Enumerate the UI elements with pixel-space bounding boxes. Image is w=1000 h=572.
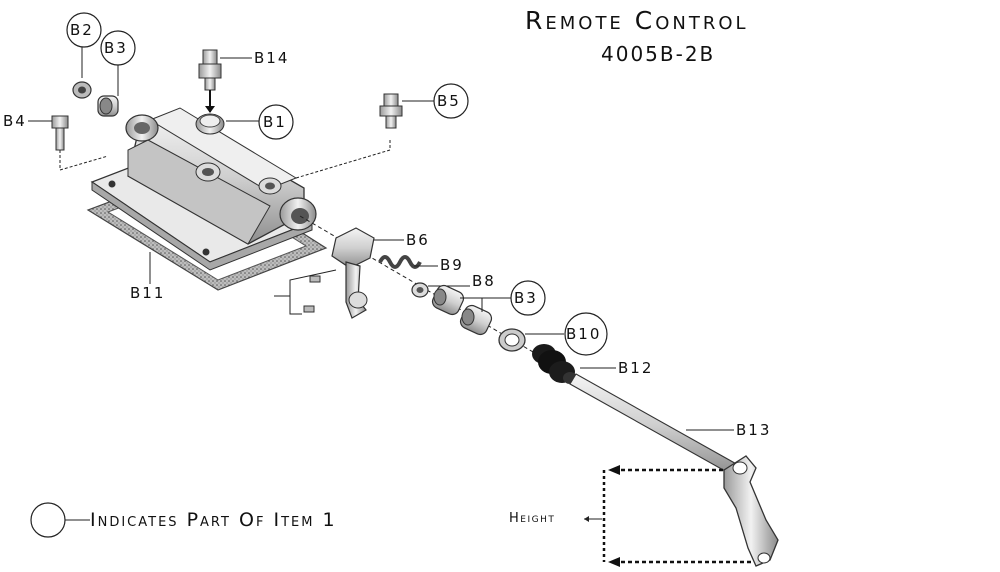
spring-b9	[378, 255, 438, 269]
rod-b13	[569, 373, 779, 567]
callout-b13: B13	[736, 421, 772, 439]
set-screws	[274, 269, 337, 315]
callout-b1: B1	[263, 113, 287, 131]
callout-b8: B8	[472, 272, 496, 290]
callout-b9: B9	[440, 256, 464, 274]
callout-b12: B12	[618, 359, 654, 377]
model-number: 4005B-2B	[601, 42, 716, 66]
callout-b11: B11	[130, 284, 166, 302]
bushings-b3-mid	[431, 284, 512, 336]
bushing-b3-top	[97, 62, 119, 117]
callout-b14: B14	[254, 49, 290, 67]
ring-b10	[498, 328, 564, 352]
fitting-b14	[198, 49, 252, 113]
callout-b10: B10	[566, 325, 602, 343]
height-label: Height	[509, 511, 556, 526]
callout-b4: B4	[3, 112, 27, 130]
housing-b1	[125, 107, 317, 245]
boot-b12	[532, 344, 616, 384]
washer-b2	[72, 44, 92, 99]
bolt-b4	[28, 115, 109, 171]
callout-b5: B5	[437, 92, 461, 110]
callout-b2: B2	[70, 21, 94, 39]
diagram-title: Remote Control	[525, 6, 749, 35]
assembly-axis	[299, 215, 541, 357]
callout-b3-mid: B3	[514, 289, 538, 307]
legend-circle	[30, 502, 90, 538]
callout-b3-top: B3	[104, 39, 128, 57]
callout-circles	[66, 12, 608, 356]
lever-block-b6	[331, 227, 404, 319]
washer-b8	[411, 282, 470, 298]
height-dimension	[584, 465, 752, 567]
callout-b6: B6	[406, 231, 430, 249]
fitting-b5	[295, 93, 436, 179]
legend-text: Indicates Part Of Item 1	[90, 509, 337, 531]
